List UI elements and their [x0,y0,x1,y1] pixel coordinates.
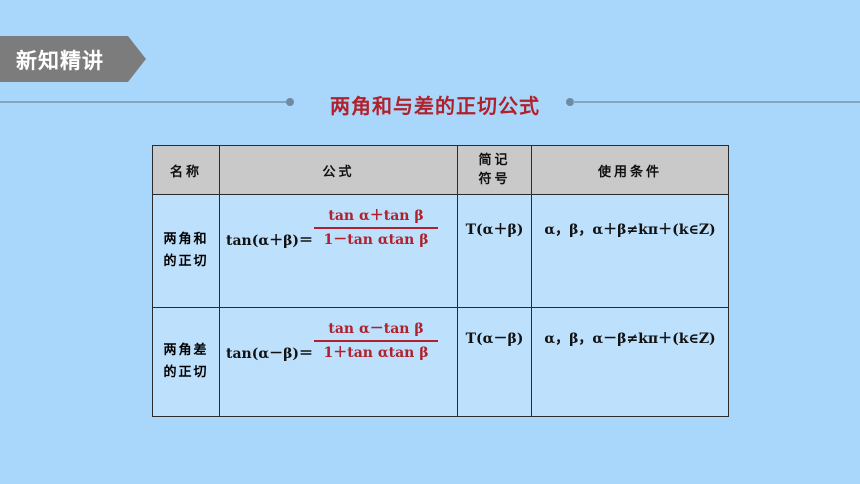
row-name-line2: 的正切 [163,254,209,269]
row-name-line1: 两角差 [163,343,209,358]
fraction-numerator: tan α－tan β [328,321,424,337]
badge-shape [0,36,146,82]
table-row: 两角和 的正切 tan(α＋β)＝ tan α＋tan β 1－tan αtan… [152,194,729,308]
fraction-denominator: 1－tan αtan β [323,232,429,248]
row-name: 两角和 的正切 [152,194,220,308]
row-name: 两角差 的正切 [152,307,220,417]
section-badge: 新知精讲 [0,36,148,82]
table-row: 两角差 的正切 tan(α－β)＝ tan α－tan β 1＋tan αtan… [152,307,729,417]
heading-rule-right [573,101,860,103]
formula-fraction: tan α＋tan β 1－tan αtan β [314,205,438,251]
formula-lhs: tan(α－β)＝ [226,346,314,362]
fraction-bar [314,227,438,229]
heading-dot-left [286,98,294,106]
table-header-row: 名称 公式 简记 符号 使用条件 [152,145,729,195]
row-formula: tan(α－β)＝ tan α－tan β 1＋tan αtan β [219,307,458,417]
fraction-denominator: 1＋tan αtan β [323,345,429,361]
heading-rule-left [0,101,287,103]
badge-label: 新知精讲 [16,49,104,73]
header-condition: 使用条件 [531,145,729,195]
row-name-line1: 两角和 [163,232,209,247]
row-symbol: T(α－β) [457,307,532,417]
header-symbol: 简记 符号 [457,145,532,195]
row-condition: α，β，α＋β≠kπ＋(k∈Z) [531,194,729,308]
row-condition: α，β，α－β≠kπ＋(k∈Z) [531,307,729,417]
row-name-line2: 的正切 [163,365,209,380]
heading-dot-right [566,98,574,106]
row-symbol: T(α＋β) [457,194,532,308]
page-title: 两角和与差的正切公式 [330,94,540,118]
formula-table: 名称 公式 简记 符号 使用条件 两角和 的正切 tan(α＋β)＝ tan α… [152,145,729,417]
row-formula: tan(α＋β)＝ tan α＋tan β 1－tan αtan β [219,194,458,308]
header-name: 名称 [152,145,220,195]
fraction-bar [314,340,438,342]
formula-lhs: tan(α＋β)＝ [226,233,314,249]
fraction-numerator: tan α＋tan β [328,208,424,224]
header-symbol-text: 简记 符号 [478,153,511,187]
formula-fraction: tan α－tan β 1＋tan αtan β [314,318,438,364]
header-formula: 公式 [219,145,458,195]
